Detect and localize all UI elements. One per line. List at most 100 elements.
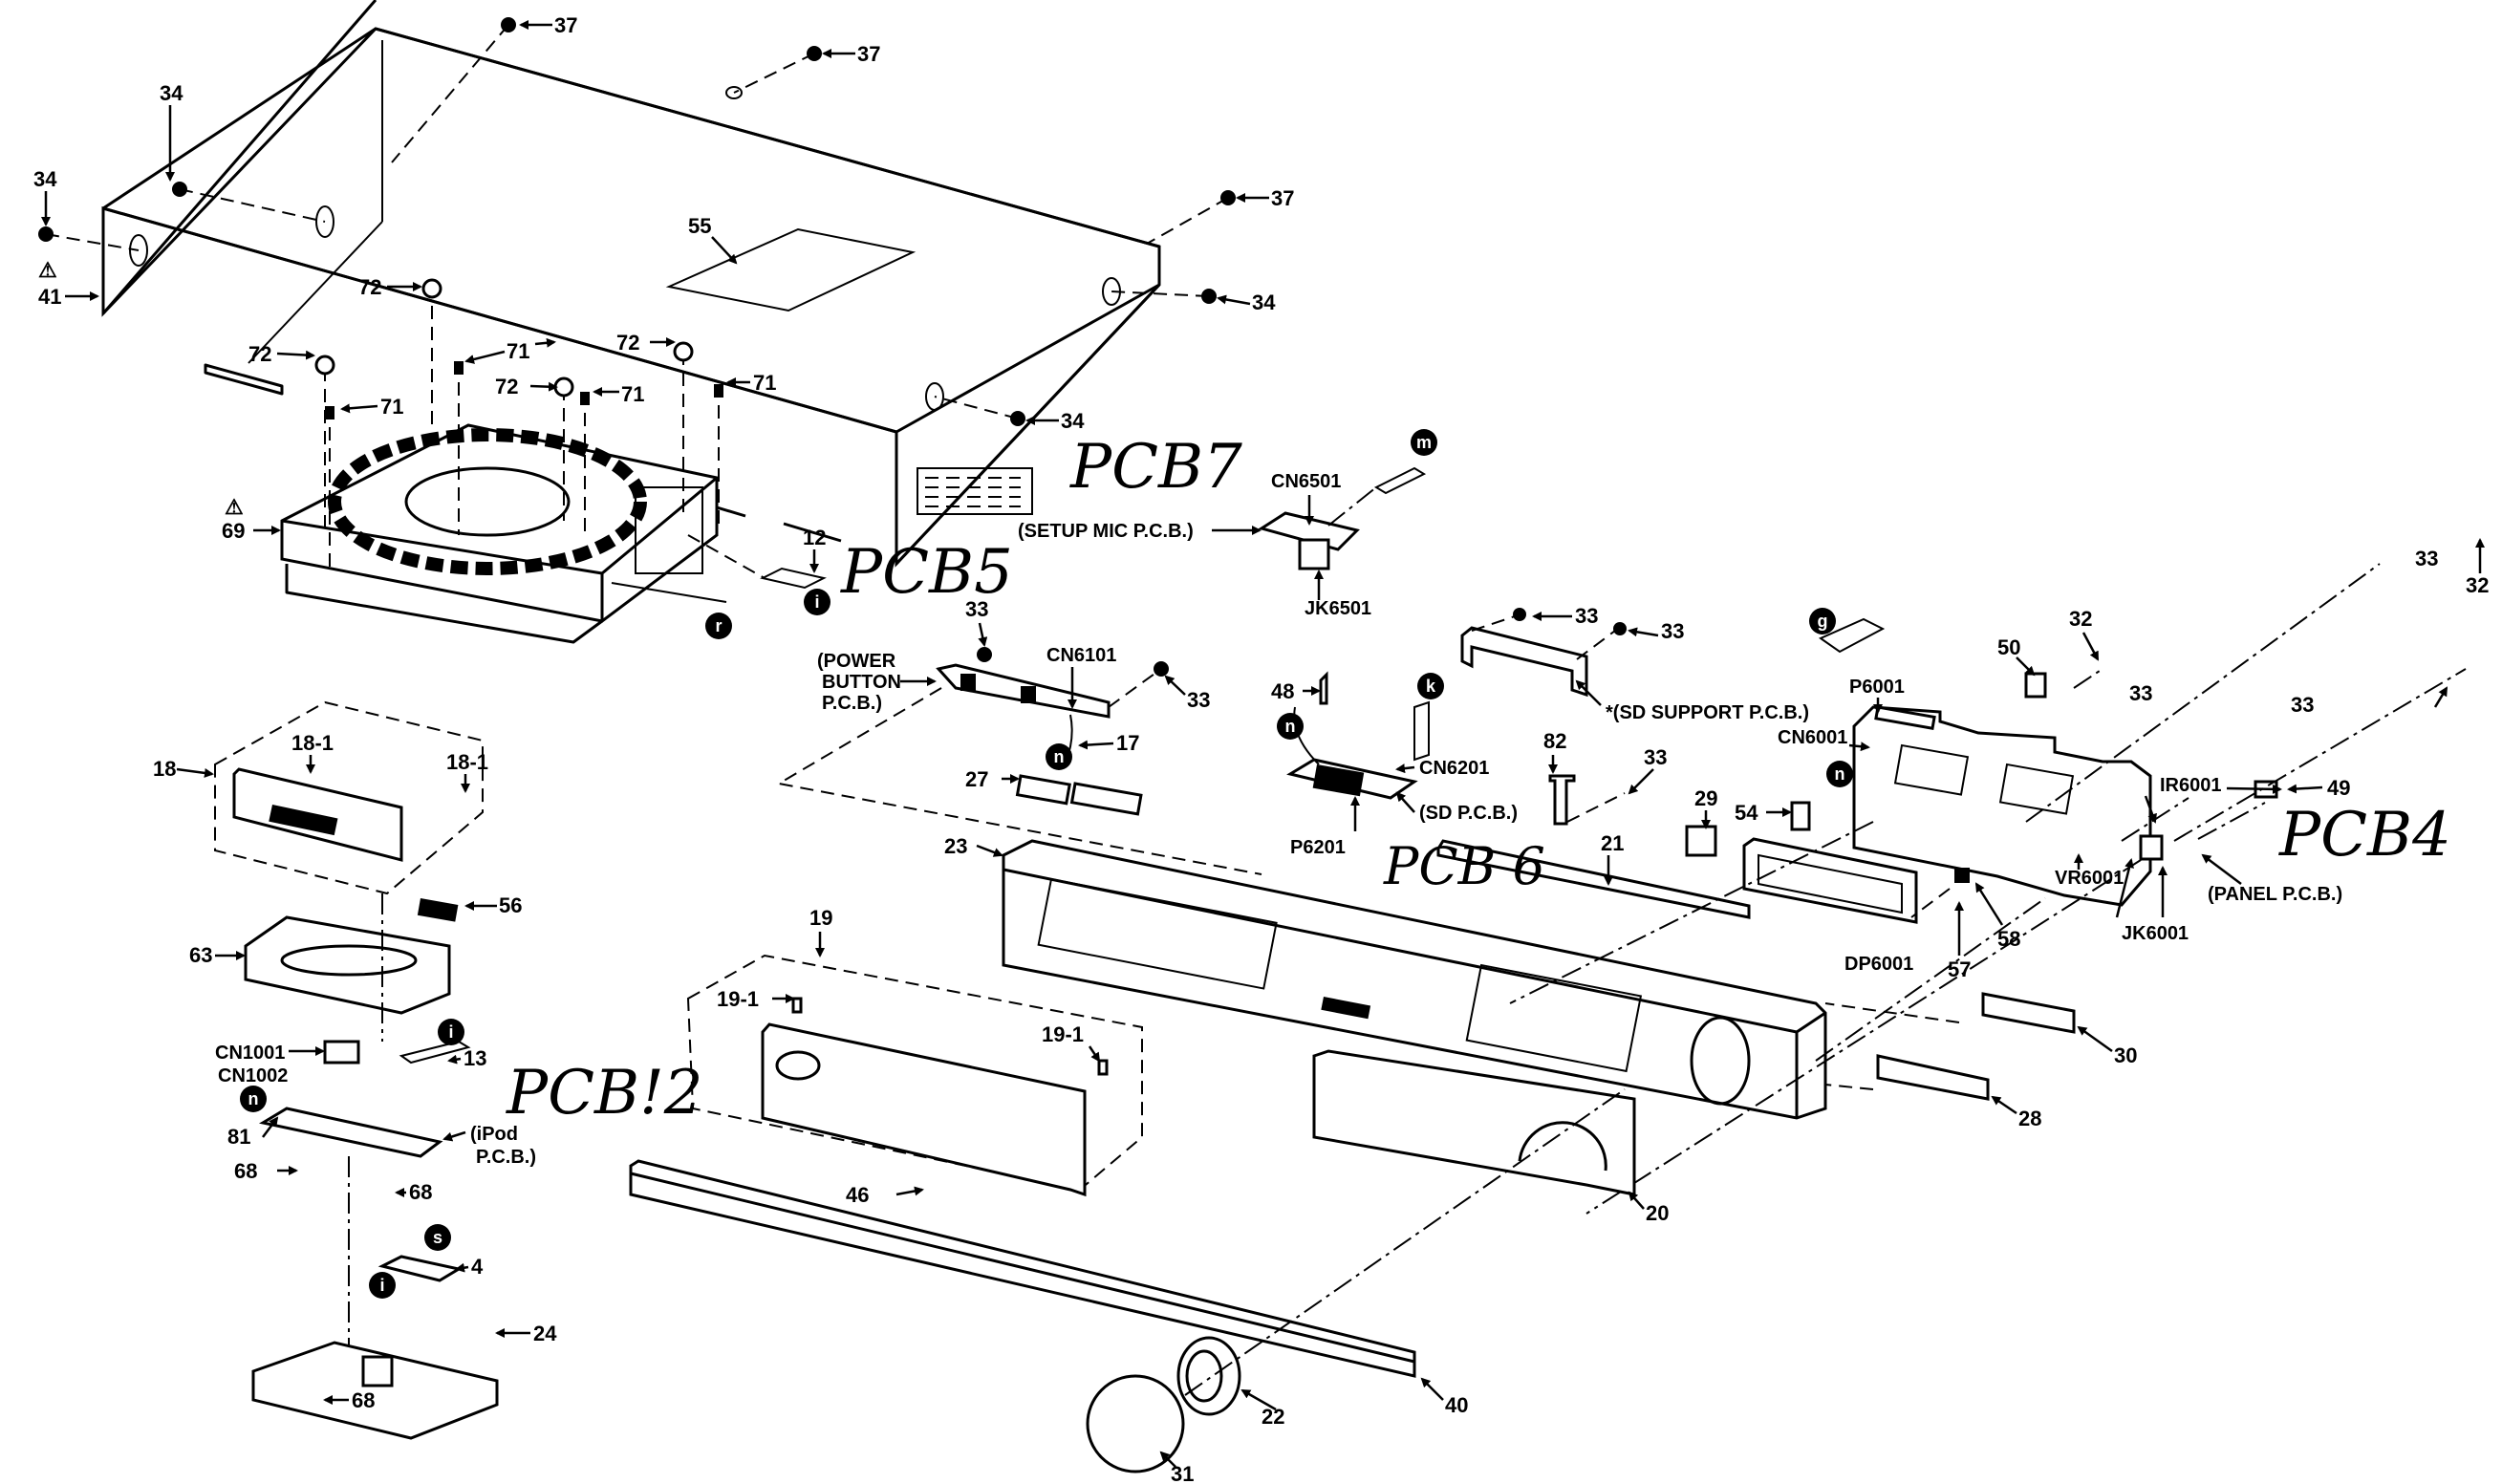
callout-32-panel: 32 bbox=[2069, 607, 2092, 631]
sd-pcb bbox=[1286, 700, 1430, 800]
marker-k: k bbox=[1417, 673, 1444, 699]
panel-dash-lines bbox=[1509, 563, 2467, 1215]
setup-mic-pcb bbox=[1258, 466, 1427, 570]
callout-33-power-top: 33 bbox=[965, 597, 988, 621]
svg-text:i: i bbox=[448, 1022, 453, 1042]
vent-slots bbox=[917, 467, 1033, 515]
ref-sd-support-pcb: *(SD SUPPORT P.C.B.) bbox=[1606, 702, 1809, 723]
ref-cn6101: CN6101 bbox=[1046, 645, 1116, 666]
callout-24: 24 bbox=[533, 1322, 557, 1345]
knob-cap-31 bbox=[1086, 1374, 1185, 1473]
callout-41: 41 bbox=[38, 285, 61, 309]
callout-82: 82 bbox=[1543, 729, 1566, 753]
ref-setup-mic-pcb: (SETUP MIC P.C.B.) bbox=[1018, 521, 1194, 542]
callout-81: 81 bbox=[227, 1125, 250, 1149]
callout-71-c: 71 bbox=[753, 371, 776, 395]
marker-n-ipod: n bbox=[240, 1086, 267, 1112]
cable-4 bbox=[377, 1255, 464, 1282]
note-pcb6: PCB 6 bbox=[1383, 836, 1545, 896]
callout-48: 48 bbox=[1271, 679, 1294, 703]
callout-68-b: 68 bbox=[409, 1180, 432, 1204]
callout-32-far: 32 bbox=[2466, 573, 2489, 597]
callout-54: 54 bbox=[1735, 801, 1758, 825]
callout-33-sd-support-a: 33 bbox=[1575, 604, 1598, 628]
buttons-30 bbox=[1824, 992, 2076, 1034]
callout-49: 49 bbox=[2327, 776, 2350, 800]
callout-56: 56 bbox=[499, 893, 522, 917]
callout-29: 29 bbox=[1694, 786, 1717, 810]
callout-31: 31 bbox=[1171, 1462, 1194, 1484]
callout-46: 46 bbox=[846, 1183, 869, 1207]
svg-text:g: g bbox=[1818, 612, 1828, 631]
marker-i-dock: i bbox=[369, 1272, 396, 1299]
sd-support-pcb bbox=[1460, 608, 1627, 698]
ref-power-button-pcb-2: BUTTON bbox=[822, 672, 901, 693]
drive-screws bbox=[314, 278, 723, 573]
disc-drive-unit bbox=[280, 423, 719, 644]
handwritten-notes: PCB7 PCB5 PCB 6 PCB4 PCB!2 bbox=[506, 432, 2451, 1129]
svg-text:r: r bbox=[715, 616, 722, 635]
callout-72-a: 72 bbox=[358, 275, 381, 299]
callout-13: 13 bbox=[464, 1046, 486, 1070]
knob-dash bbox=[1184, 1088, 1626, 1396]
callout-71-d: 71 bbox=[380, 395, 403, 419]
callout-72-b: 72 bbox=[248, 342, 271, 366]
bracket-82 bbox=[1548, 774, 1626, 826]
reference-labels: CN6501 JK6501 (SETUP MIC P.C.B.) (POWER … bbox=[215, 471, 2342, 1168]
leader-arrows bbox=[41, 20, 2485, 1468]
svg-text:n: n bbox=[1835, 764, 1845, 784]
ref-jk6001: JK6001 bbox=[2122, 923, 2189, 944]
part-50 bbox=[2024, 672, 2047, 699]
ref-cn6201: CN6201 bbox=[1419, 758, 1489, 779]
marker-n-panel: n bbox=[1826, 761, 1853, 787]
ref-cn1001: CN1001 bbox=[215, 1043, 285, 1064]
callout-33-panel-a: 33 bbox=[2129, 681, 2152, 705]
callout-58: 58 bbox=[1997, 927, 2020, 951]
front-face-18 bbox=[214, 700, 484, 895]
callout-34-left: 34 bbox=[33, 167, 57, 191]
bar-21 bbox=[1436, 839, 1751, 919]
callout-12: 12 bbox=[803, 526, 826, 549]
callout-37-top: 37 bbox=[554, 13, 577, 37]
front-bar-40 bbox=[629, 1159, 1416, 1378]
callout-50: 50 bbox=[1997, 635, 2020, 659]
callout-28: 28 bbox=[2018, 1107, 2041, 1130]
dock-base-63 bbox=[244, 898, 459, 1015]
callout-30: 30 bbox=[2114, 1043, 2137, 1067]
ref-p6001: P6001 bbox=[1849, 677, 1905, 698]
ref-vr6001: VR6001 bbox=[2055, 868, 2124, 889]
ref-panel-pcb: (PANEL P.C.B.) bbox=[2208, 884, 2342, 905]
callout-68-a: 68 bbox=[234, 1159, 257, 1183]
callout-34-right-top: 34 bbox=[1252, 290, 1276, 314]
callout-17: 17 bbox=[1116, 731, 1139, 755]
marker-m-setup-mic: m bbox=[1411, 429, 1437, 456]
ref-ipod-pcb-2: P.C.B.) bbox=[476, 1147, 536, 1168]
ref-cn1002: CN1002 bbox=[218, 1065, 288, 1086]
cover-screws bbox=[38, 17, 1236, 426]
marker-n-power: n bbox=[1046, 743, 1072, 770]
ref-p6201: P6201 bbox=[1290, 837, 1346, 858]
part-g-bracket bbox=[1818, 617, 1886, 654]
callout-33-panel-b: 33 bbox=[2291, 693, 2314, 717]
warning-69-icon: ⚠ bbox=[225, 495, 244, 519]
note-pcb4: PCB4 bbox=[2278, 800, 2451, 871]
callout-71-b: 71 bbox=[621, 382, 644, 406]
ipod-pcb bbox=[258, 1040, 471, 1158]
callout-33-bracket: 33 bbox=[1644, 745, 1667, 769]
ref-ipod-pcb-1: (iPod bbox=[470, 1124, 518, 1145]
ref-cn6001: CN6001 bbox=[1778, 727, 1847, 748]
part-48 bbox=[1319, 671, 1328, 705]
callout-19: 19 bbox=[809, 906, 832, 930]
callout-27: 27 bbox=[965, 767, 988, 791]
marker-r-drive: r bbox=[705, 613, 732, 639]
button-part-27 bbox=[1015, 774, 1143, 816]
marker-g: g bbox=[1809, 608, 1836, 634]
ref-cn6501: CN6501 bbox=[1271, 471, 1341, 492]
ref-sd-pcb: (SD P.C.B.) bbox=[1419, 803, 1518, 824]
callout-33-panel-far: 33 bbox=[2415, 547, 2438, 570]
callout-4: 4 bbox=[471, 1255, 484, 1279]
callout-18-1-a: 18-1 bbox=[291, 731, 334, 755]
knob-22 bbox=[1176, 1336, 1241, 1416]
svg-text:i: i bbox=[814, 592, 819, 612]
